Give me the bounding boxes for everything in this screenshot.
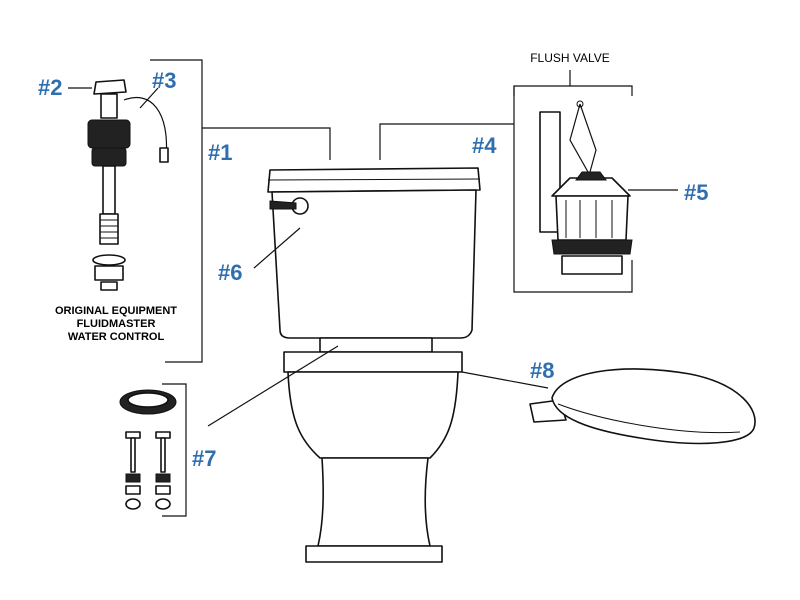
tank-bowl-coupling [319, 337, 433, 353]
fill-valve-cap [93, 79, 127, 95]
leader-1 [202, 127, 331, 160]
fill-valve-washer [92, 254, 126, 266]
part-label-8: #8 [530, 358, 554, 383]
refill-clip [159, 147, 169, 163]
toilet-seat: #8 [461, 358, 756, 445]
seat-lid [551, 368, 756, 445]
fill-valve-lock-nut [94, 265, 124, 281]
part-label-6: #6 [218, 260, 242, 285]
fill-valve-bracket [150, 59, 203, 363]
fill-valve-float [87, 119, 131, 149]
part-label-7: #7 [192, 446, 216, 471]
flapper [551, 177, 631, 197]
fill-valve-float-lower [91, 147, 127, 167]
leader-4 [379, 123, 514, 160]
part-label-5: #5 [684, 180, 708, 205]
bowl-rim [283, 351, 463, 373]
flush-valve-gasket [551, 239, 633, 255]
flush-valve-body [555, 195, 629, 241]
fill-valve-coupling-nut [100, 281, 118, 291]
flush-valve-assembly: FLUSH VALVE #4 #5 [379, 51, 708, 293]
bolt-left [125, 431, 141, 510]
fill-valve-caption-line3: WATER CONTROL [68, 331, 165, 343]
overflow-tube [539, 111, 561, 233]
part-label-1: #1 [208, 140, 232, 165]
toilet [267, 167, 481, 563]
flush-valve-caption: FLUSH VALVE [530, 51, 610, 65]
fill-valve-shank [99, 213, 119, 245]
fill-valve-assembly: #2 #3 ORIGINAL EQUIPMENT FLUIDMASTER WAT… [38, 59, 203, 363]
bowl [287, 371, 459, 459]
flush-valve-bracket [513, 85, 633, 96]
part-label-4: #4 [472, 133, 497, 158]
refill-tube [123, 96, 168, 161]
toilet-base [317, 457, 431, 547]
trip-lever-handle [269, 200, 297, 210]
fill-valve-caption-line2: FLUIDMASTER [77, 318, 156, 330]
leader-7 [207, 345, 339, 427]
part-label-3: #3 [152, 68, 176, 93]
flush-valve-nut [561, 255, 623, 275]
bolt-kit: #7 [119, 345, 339, 517]
flapper-chain [569, 103, 589, 173]
bolt-right [155, 431, 171, 510]
leader-8 [461, 371, 549, 389]
bolt-kit-bracket [162, 383, 187, 517]
fill-valve-caption-line1: ORIGINAL EQUIPMENT [55, 305, 177, 317]
fill-valve-neck [100, 93, 118, 119]
leader-6 [253, 227, 301, 269]
toilet-foot [305, 545, 443, 563]
tank-body [271, 189, 477, 339]
part-label-2: #2 [38, 75, 62, 100]
fill-valve-shaft [102, 165, 116, 215]
